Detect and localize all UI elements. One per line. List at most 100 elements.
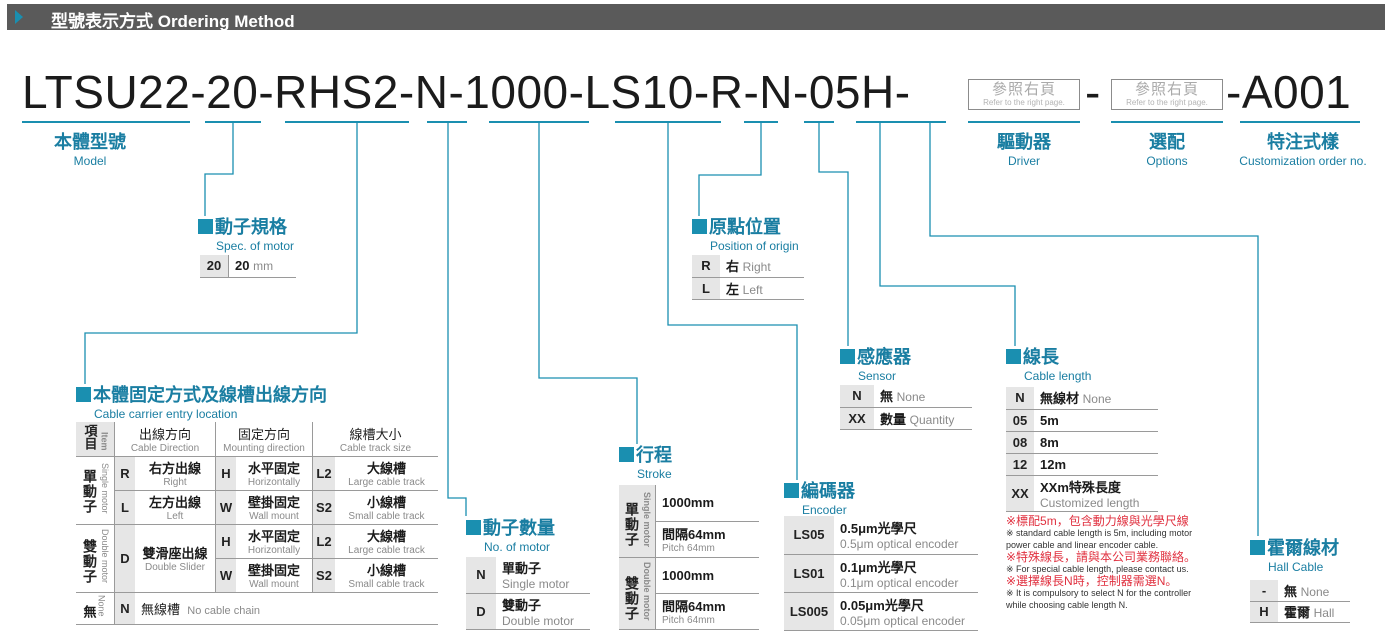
motors-title: 動子數量 (483, 518, 555, 538)
table-row: - 無 None (1250, 580, 1350, 602)
cable-note-en: ※ standard cable length is 5m, including… (1006, 528, 1193, 538)
hall-en: None (1300, 584, 1330, 599)
carrier-mount-en: Wall mount (249, 511, 299, 522)
origin-table: R 右 Right L 左 Left (692, 255, 804, 300)
carrier-nochain-zh: 無線槽 (141, 601, 181, 617)
cable-en: Customized length (1040, 495, 1140, 510)
cable-en: None (1082, 392, 1112, 407)
carrier-double-en: Double motor (100, 529, 110, 584)
carrier-head-size: 線槽大小 Cable track size (312, 422, 438, 457)
carrier-label: 本體固定方式及線槽出線方向 Cable carrier entry locati… (76, 381, 327, 421)
stroke-pitch: 間隔64mm (662, 527, 726, 542)
encoder-zh: 0.5μm光學尺 (840, 521, 917, 537)
spec-title-en: Spec. of motor (216, 239, 295, 253)
motors-title-en: No. of motor (484, 540, 551, 554)
hall-code: - (1250, 580, 1278, 602)
carrier-head-item-en: Item (99, 431, 110, 451)
cable-zh: 8m (1040, 434, 1059, 450)
carrier-size-en: Small cable track (348, 511, 425, 522)
encoder-code: LS005 (784, 592, 834, 631)
code-dash: - (398, 66, 415, 118)
caption-custom-zh: 特注式樣 (1267, 132, 1339, 152)
carrier-head-size-zh: 線槽大小 (349, 426, 402, 442)
carrier-code: W (215, 558, 236, 593)
code-spec: 20 (206, 66, 259, 118)
spec-value-number: 20 (235, 258, 250, 274)
encoder-code: LS01 (784, 554, 834, 593)
stroke-double-zh: 雙動子 (624, 575, 640, 621)
code-carrier: RHS2 (274, 66, 399, 118)
caption-options-en: Options (1146, 154, 1188, 168)
driver-ref-box: 參照右頁 Refer to the right page. (968, 79, 1080, 110)
cable-code: N (1006, 387, 1034, 410)
origin-code: L (692, 277, 720, 300)
hall-code: H (1250, 601, 1278, 623)
encoder-en: 0.5μm optical encoder (840, 537, 959, 552)
carrier-mount-zh: 壁掛固定 (247, 563, 300, 578)
cable-zh: 無線材 (1040, 391, 1080, 407)
cable-code: XX (1006, 475, 1034, 512)
stroke-label: 行程 Stroke (619, 441, 672, 481)
driver-ref-en: Refer to the right page. (983, 98, 1065, 107)
carrier-code: W (215, 490, 236, 525)
origin-label: 原點位置 Position of origin (692, 213, 799, 253)
code-dash: - (1085, 66, 1101, 118)
encoder-en: 0.05μm optical encoder (840, 613, 965, 628)
carrier-size-zh: 小線槽 (366, 563, 406, 578)
carrier-head-mount-en: Mounting direction (223, 442, 305, 454)
origin-zh: 左 (726, 281, 740, 297)
table-row: 05 5m (1006, 409, 1158, 432)
sensor-en: Quantity (909, 412, 955, 427)
table-row: 無None N 無線槽 No cable chain (76, 592, 438, 625)
cable-title: 線長 (1023, 347, 1059, 367)
motors-label: 動子數量 No. of motor (466, 514, 555, 554)
stroke-value: 1000mm (662, 495, 715, 511)
cable-label: 線長 Cable length (1006, 343, 1091, 383)
model-code: LTSU22-20-RHS2-N-1000-LS10-R-N-05H- (22, 66, 911, 118)
underline-carrier (285, 121, 409, 123)
stroke-single-en: Single motor (642, 491, 652, 547)
carrier-nochain-en: No cable chain (187, 604, 261, 617)
header-marker-icon (15, 10, 23, 24)
table-row: XX 數量 Quantity (840, 407, 972, 430)
table-row: R 右 Right (692, 255, 804, 278)
page-title: 型號表示方式 Ordering Method (51, 12, 295, 31)
section-marker-icon (466, 520, 481, 535)
underline-cable-hall (856, 121, 946, 123)
carrier-dir-en: Double Slider (144, 562, 206, 573)
spec-value: 20 mm (228, 255, 296, 278)
origin-title: 原點位置 (709, 217, 781, 237)
table-row: L 左 Left (692, 277, 804, 300)
stroke-pitch: 間隔64mm (662, 599, 726, 614)
code-dash: - (190, 66, 207, 118)
cable-note-zh: ※特殊線長，請與本公司業務聯絡。 (1006, 550, 1197, 564)
origin-en: Left (742, 282, 763, 297)
carrier-mount-zh: 壁掛固定 (247, 495, 300, 510)
carrier-dir-zh: 左方出線 (148, 495, 201, 510)
carrier-head-dir-zh: 出線方向 (138, 426, 191, 442)
carrier-size-en: Large cable track (348, 477, 425, 488)
code-dash: - (258, 66, 275, 118)
cable-note-en: ※ For special cable length, please conta… (1006, 564, 1189, 574)
driver-ref-text: 參照右頁 (991, 81, 1056, 98)
hall-title: 霍爾線材 (1267, 538, 1339, 558)
carrier-mount-en: Horizontally (247, 545, 301, 556)
carrier-single-zh: 單動子 (82, 468, 98, 514)
cable-title-en: Cable length (1024, 369, 1092, 383)
underline-options (1111, 121, 1223, 123)
encoder-zh: 0.1μm光學尺 (840, 559, 917, 575)
section-marker-icon (1006, 349, 1021, 364)
caption-driver-zh: 驅動器 (997, 132, 1051, 152)
options-ref-text: 參照右頁 (1134, 81, 1199, 98)
motors-zh: 雙動子 (502, 597, 542, 613)
